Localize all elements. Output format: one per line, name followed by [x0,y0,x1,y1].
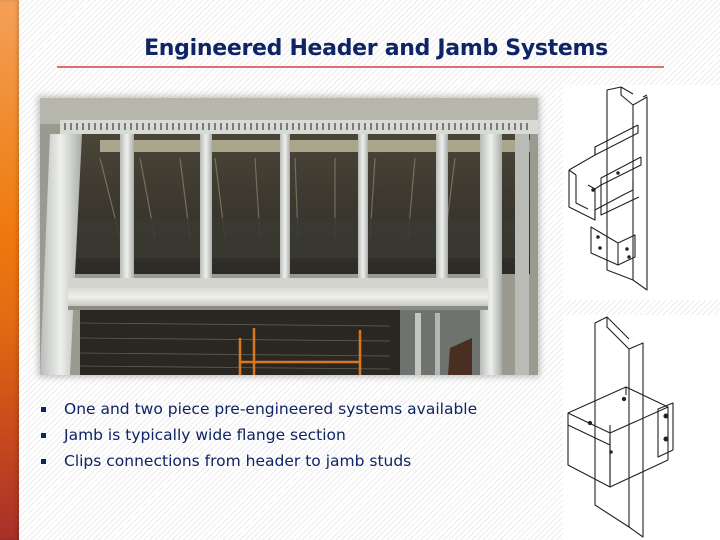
two-piece-header-diagram [563,85,720,300]
bullet-item: Jamb is typically wide flange section [41,422,477,448]
square-bullet-icon [41,432,46,438]
bullet-text: One and two piece pre-engineered systems… [64,400,478,418]
bullet-text: Jamb is typically wide flange section [64,426,346,444]
box-header-drawing [567,316,674,538]
bullet-list: One and two piece pre-engineered systems… [41,396,477,474]
title-underline [57,66,664,68]
side-accent-bar [0,0,19,540]
one-piece-header-diagram [563,315,720,540]
slide-title: Engineered Header and Jamb Systems [144,36,608,61]
header-clip-drawing [568,86,648,291]
photo-illustration [40,98,538,375]
square-bullet-icon [41,406,46,412]
bullet-text: Clips connections from header to jamb st… [64,452,412,470]
header-framing-photo [40,98,538,375]
square-bullet-icon [41,458,46,464]
bullet-item: Clips connections from header to jamb st… [41,448,477,474]
bullet-item: One and two piece pre-engineered systems… [41,396,477,422]
